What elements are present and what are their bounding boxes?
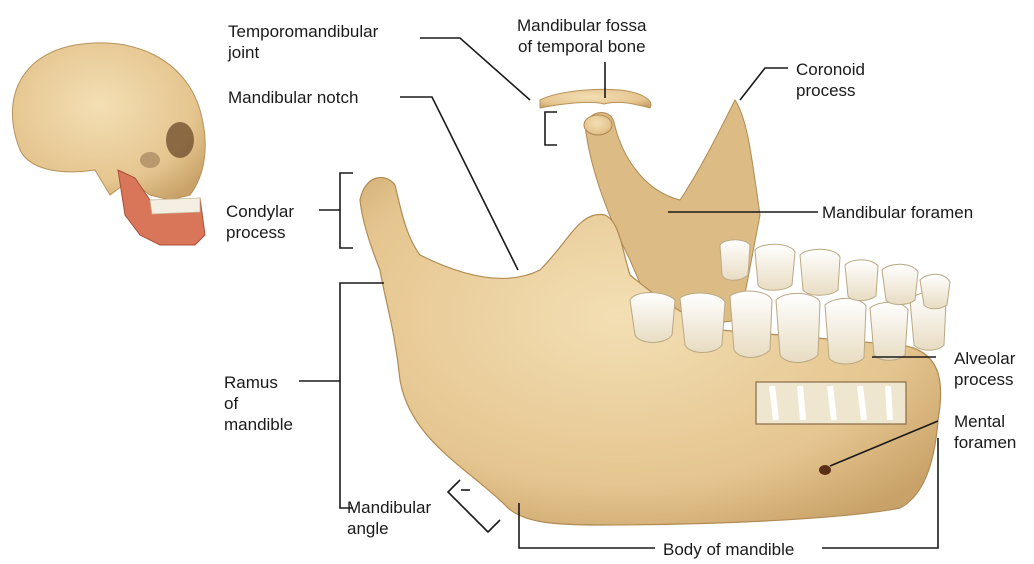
temporal-bone-fragment bbox=[540, 89, 651, 108]
condyle-head bbox=[584, 115, 612, 135]
mental-foramen-hole bbox=[819, 465, 831, 475]
roots-cutaway bbox=[756, 382, 906, 424]
skull-thumbnail bbox=[12, 43, 205, 245]
label-mandibular-notch: Mandibular notch bbox=[228, 87, 358, 108]
orbit-icon bbox=[166, 122, 194, 158]
label-body-of-mandible: Body of mandible bbox=[663, 539, 794, 560]
label-mandibular-foramen: Mandibular foramen bbox=[822, 202, 973, 223]
